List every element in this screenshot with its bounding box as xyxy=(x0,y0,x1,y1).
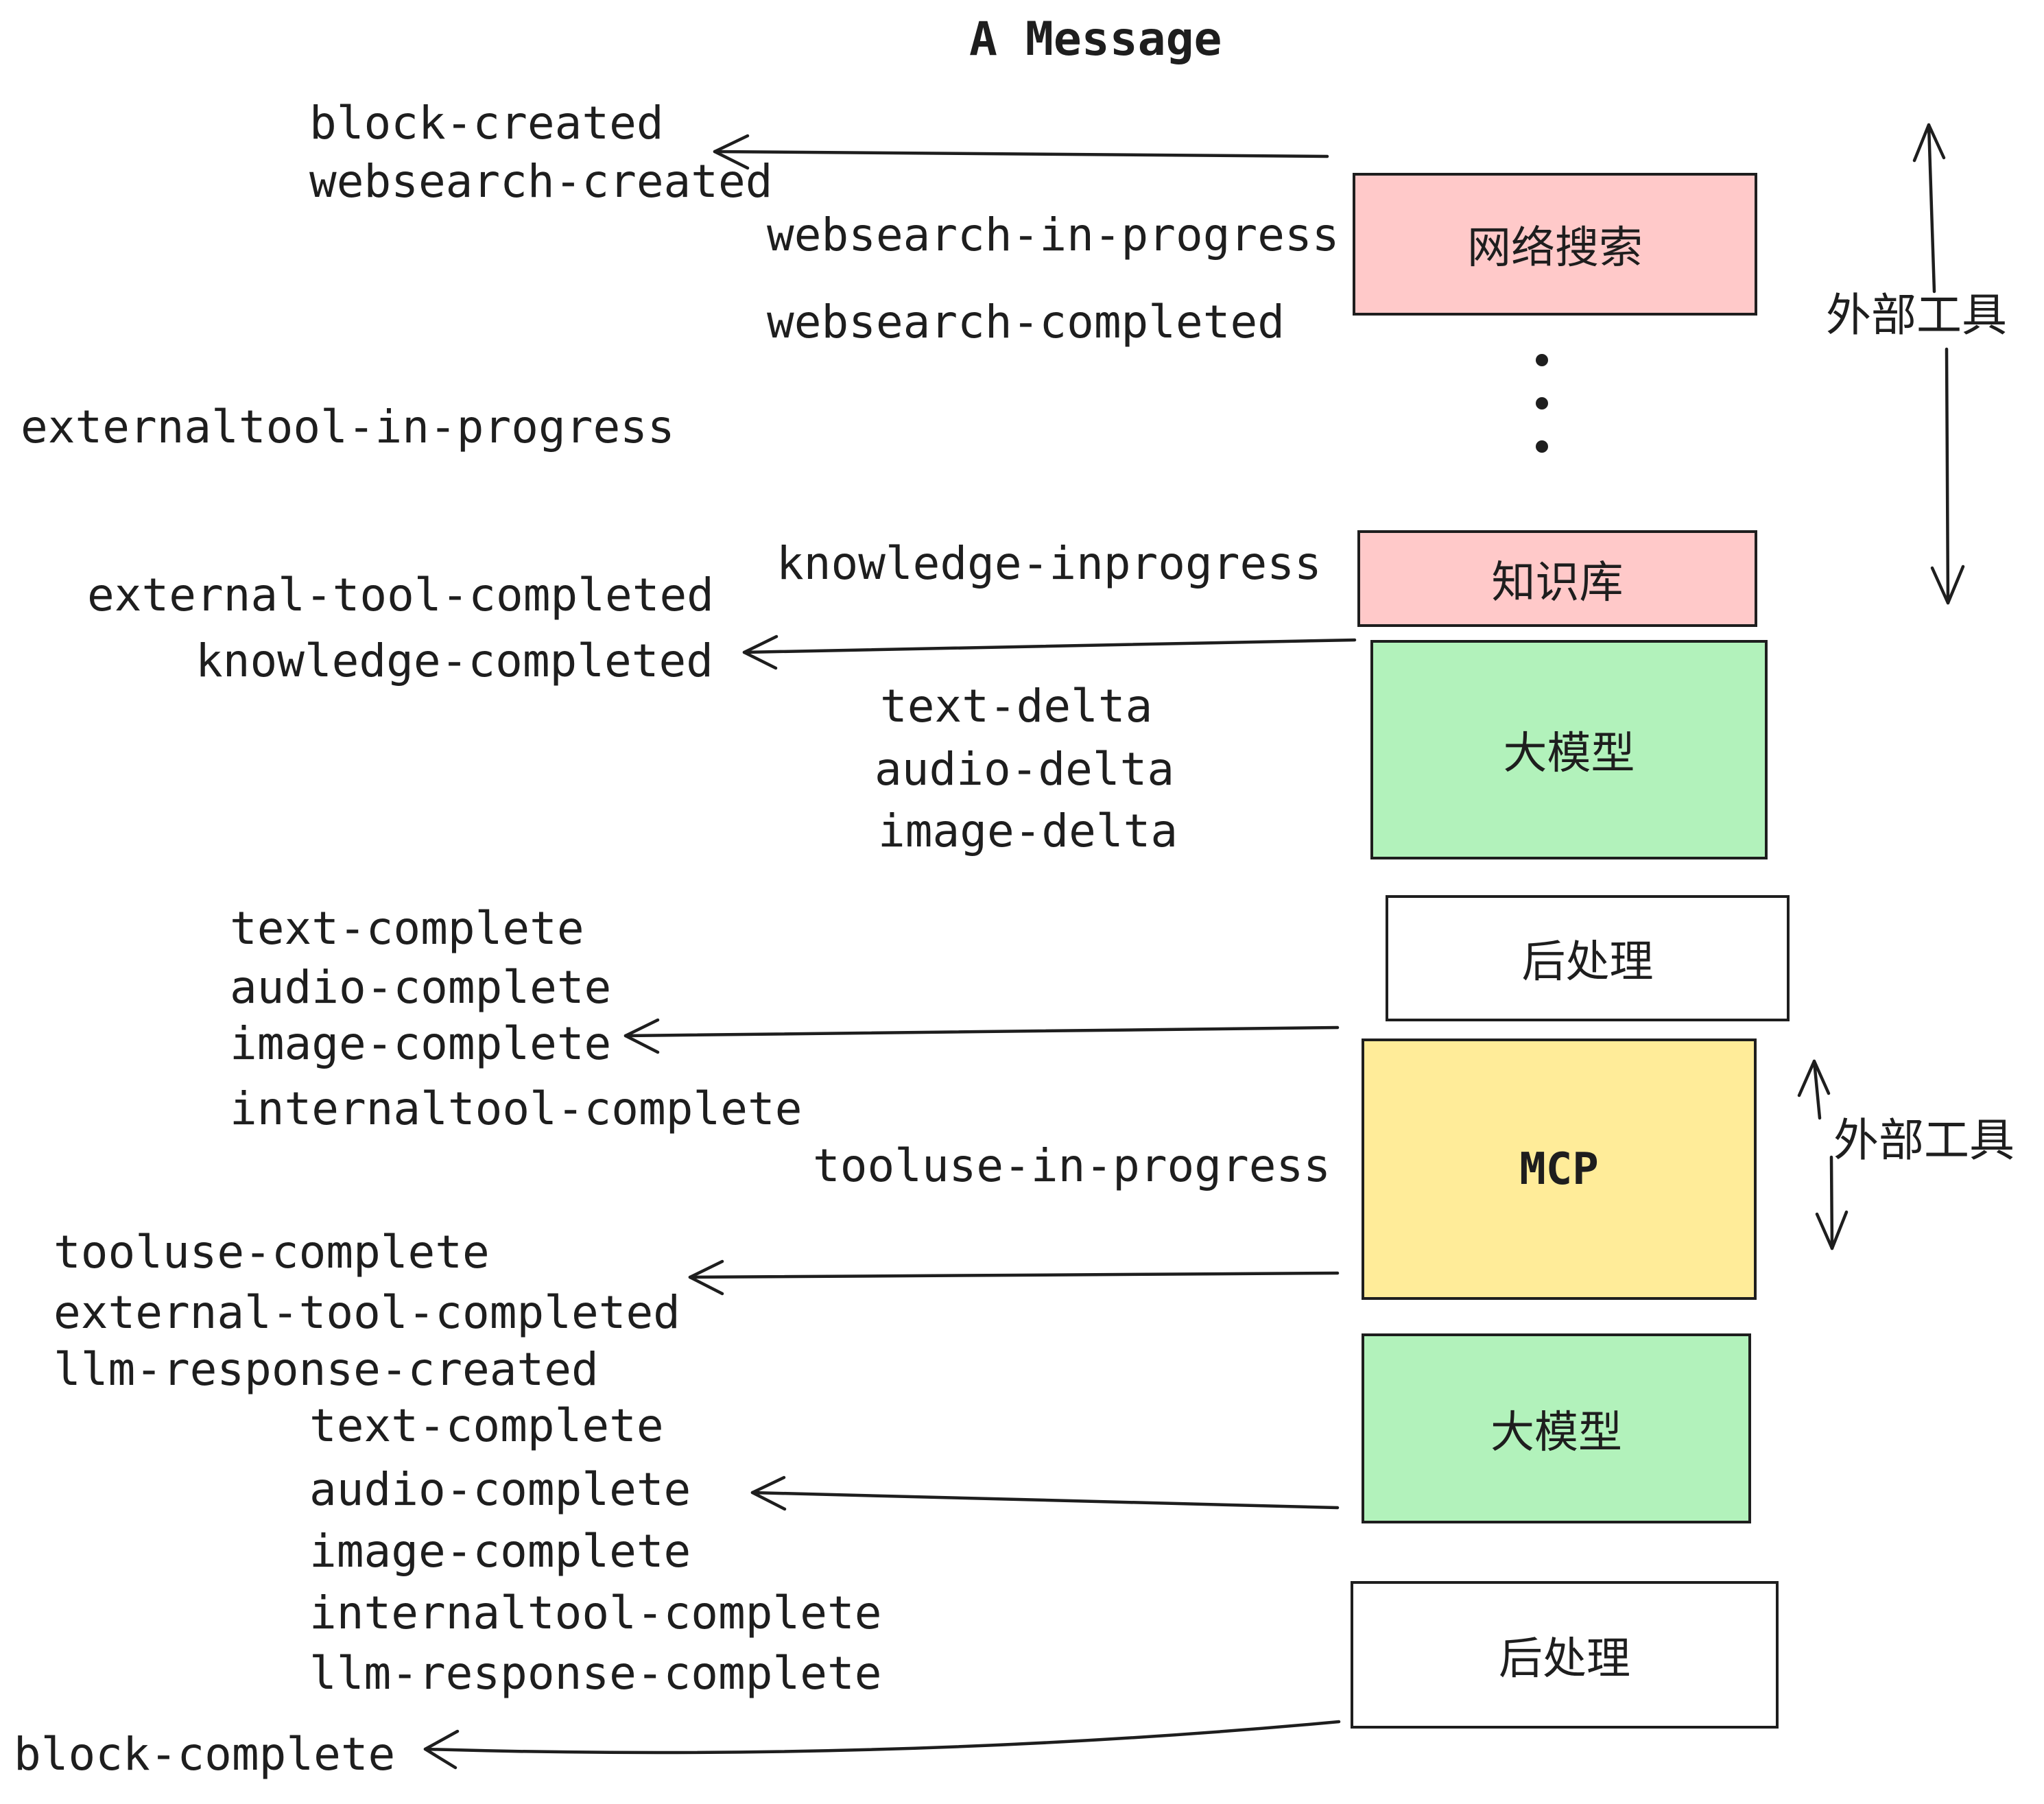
side-label-external-tools-mcp: 外部工具 xyxy=(1833,1114,2015,1167)
arrow-external-tools-down xyxy=(1930,347,1965,605)
event-label-audio-delta: audio-delta xyxy=(875,743,1175,796)
box-websearch: 网络搜索 xyxy=(1353,173,1757,316)
event-label-text-complete-2: text-complete xyxy=(309,1399,664,1452)
event-label-image-complete: image-complete xyxy=(230,1017,612,1070)
event-label-text-delta: text-delta xyxy=(880,680,1153,733)
event-label-image-delta: image-delta xyxy=(878,805,1178,857)
box-label: 知识库 xyxy=(1491,557,1624,608)
arrow-to-block-created xyxy=(713,134,1329,170)
event-label-tooluse-complete: tooluse-complete xyxy=(54,1226,490,1279)
event-label-websearch-in-progress: websearch-in-progress xyxy=(767,209,1340,261)
box-postprocess-top: 后处理 xyxy=(1386,895,1790,1021)
event-label-tooluse-in-progress: tooluse-in-progress xyxy=(813,1139,1331,1192)
event-label-external-tool-completed: external-tool-completed xyxy=(87,569,714,621)
diagram-title: A Message xyxy=(969,12,1222,67)
box-label: 大模型 xyxy=(1490,1407,1622,1458)
event-label-block-created: block-created xyxy=(309,97,664,150)
box-label: 大模型 xyxy=(1503,728,1635,779)
event-label-llm-response-complete: llm-response-complete xyxy=(309,1647,882,1700)
side-label-external-tools-top: 外部工具 xyxy=(1826,289,2007,342)
event-label-internaltool-complete-2: internaltool-complete xyxy=(309,1587,882,1639)
event-label-external-tool-completed-2: external-tool-completed xyxy=(54,1286,680,1339)
box-label: 后处理 xyxy=(1499,1633,1630,1685)
box-llm-bottom: 大模型 xyxy=(1362,1333,1751,1523)
box-postprocess-bottom: 后处理 xyxy=(1351,1581,1779,1729)
arrow-mcp-external-up xyxy=(1797,1059,1831,1120)
arrow-to-knowledge-completed xyxy=(742,634,1357,670)
event-label-knowledge-completed: knowledge-completed xyxy=(195,634,713,687)
box-label: MCP xyxy=(1519,1143,1599,1195)
box-label: 后处理 xyxy=(1521,937,1654,988)
box-llm-top: 大模型 xyxy=(1370,640,1768,859)
arrow-to-tooluse-complete xyxy=(688,1259,1340,1296)
event-label-websearch-completed: websearch-completed xyxy=(767,296,1285,348)
arrow-to-block-complete xyxy=(423,1720,1341,1770)
event-label-audio-complete-2: audio-complete xyxy=(309,1463,691,1516)
event-label-audio-complete: audio-complete xyxy=(230,961,612,1014)
arrow-external-tools-up xyxy=(1912,123,1946,294)
arrow-to-image-complete xyxy=(623,1018,1340,1054)
event-label-llm-response-created: llm-response-created xyxy=(54,1343,599,1396)
ellipsis-dots-icon xyxy=(1536,354,1548,453)
arrow-mcp-external-down xyxy=(1815,1155,1849,1250)
arrow-to-audio-complete xyxy=(750,1475,1340,1511)
event-label-image-complete-2: image-complete xyxy=(309,1525,691,1578)
event-label-internaltool-complete: internaltool-complete xyxy=(230,1082,803,1135)
event-label-externaltool-in-progress: externaltool-in-progress xyxy=(21,401,675,453)
event-label-text-complete: text-complete xyxy=(230,902,584,955)
event-label-websearch-created: websearch-created xyxy=(309,155,773,208)
event-label-knowledge-inprogress: knowledge-inprogress xyxy=(776,537,1322,590)
box-label: 网络搜索 xyxy=(1467,223,1643,274)
box-knowledge-base: 知识库 xyxy=(1357,530,1757,627)
event-label-block-complete: block-complete xyxy=(14,1728,396,1781)
box-mcp: MCP xyxy=(1362,1039,1757,1300)
